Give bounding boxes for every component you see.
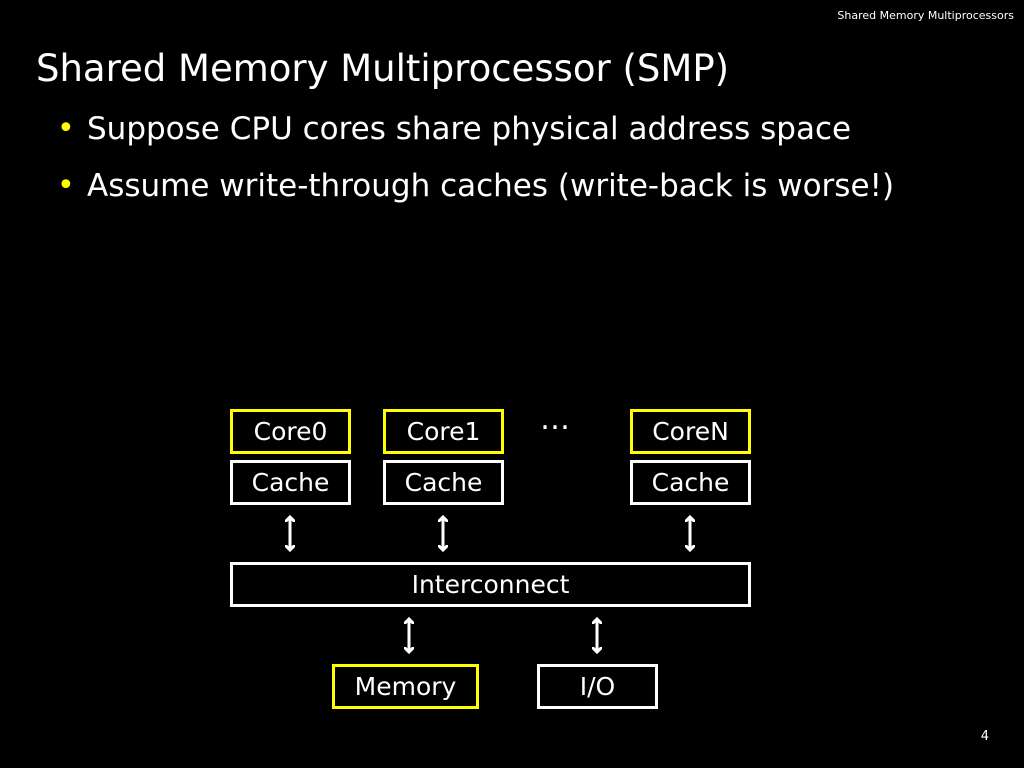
bullet-list: • Suppose CPU cores share physical addre… <box>57 106 894 220</box>
bullet-item: • Assume write-through caches (write-bac… <box>57 163 894 220</box>
ellipsis: … <box>540 402 571 437</box>
memory-box: Memory <box>332 664 479 709</box>
running-header: Shared Memory Multiprocessors <box>837 9 1014 22</box>
page-number: 4 <box>980 729 989 744</box>
cache1-box: Cache <box>383 460 504 505</box>
core1-box: Core1 <box>383 409 504 454</box>
bullet-text: Assume write-through caches (write-back … <box>87 168 895 204</box>
io-box: I/O <box>537 664 658 709</box>
slide-title: Shared Memory Multiprocessor (SMP) <box>36 47 730 90</box>
interconnect-box: Interconnect <box>230 562 751 607</box>
coren-box: CoreN <box>630 409 751 454</box>
bullet-text: Suppose CPU cores share physical address… <box>87 111 852 147</box>
cachen-box: Cache <box>630 460 751 505</box>
core0-box: Core0 <box>230 409 351 454</box>
bullet-icon: • <box>57 168 75 203</box>
cache0-box: Cache <box>230 460 351 505</box>
bullet-item: • Suppose CPU cores share physical addre… <box>57 106 894 163</box>
bullet-icon: • <box>57 111 75 146</box>
